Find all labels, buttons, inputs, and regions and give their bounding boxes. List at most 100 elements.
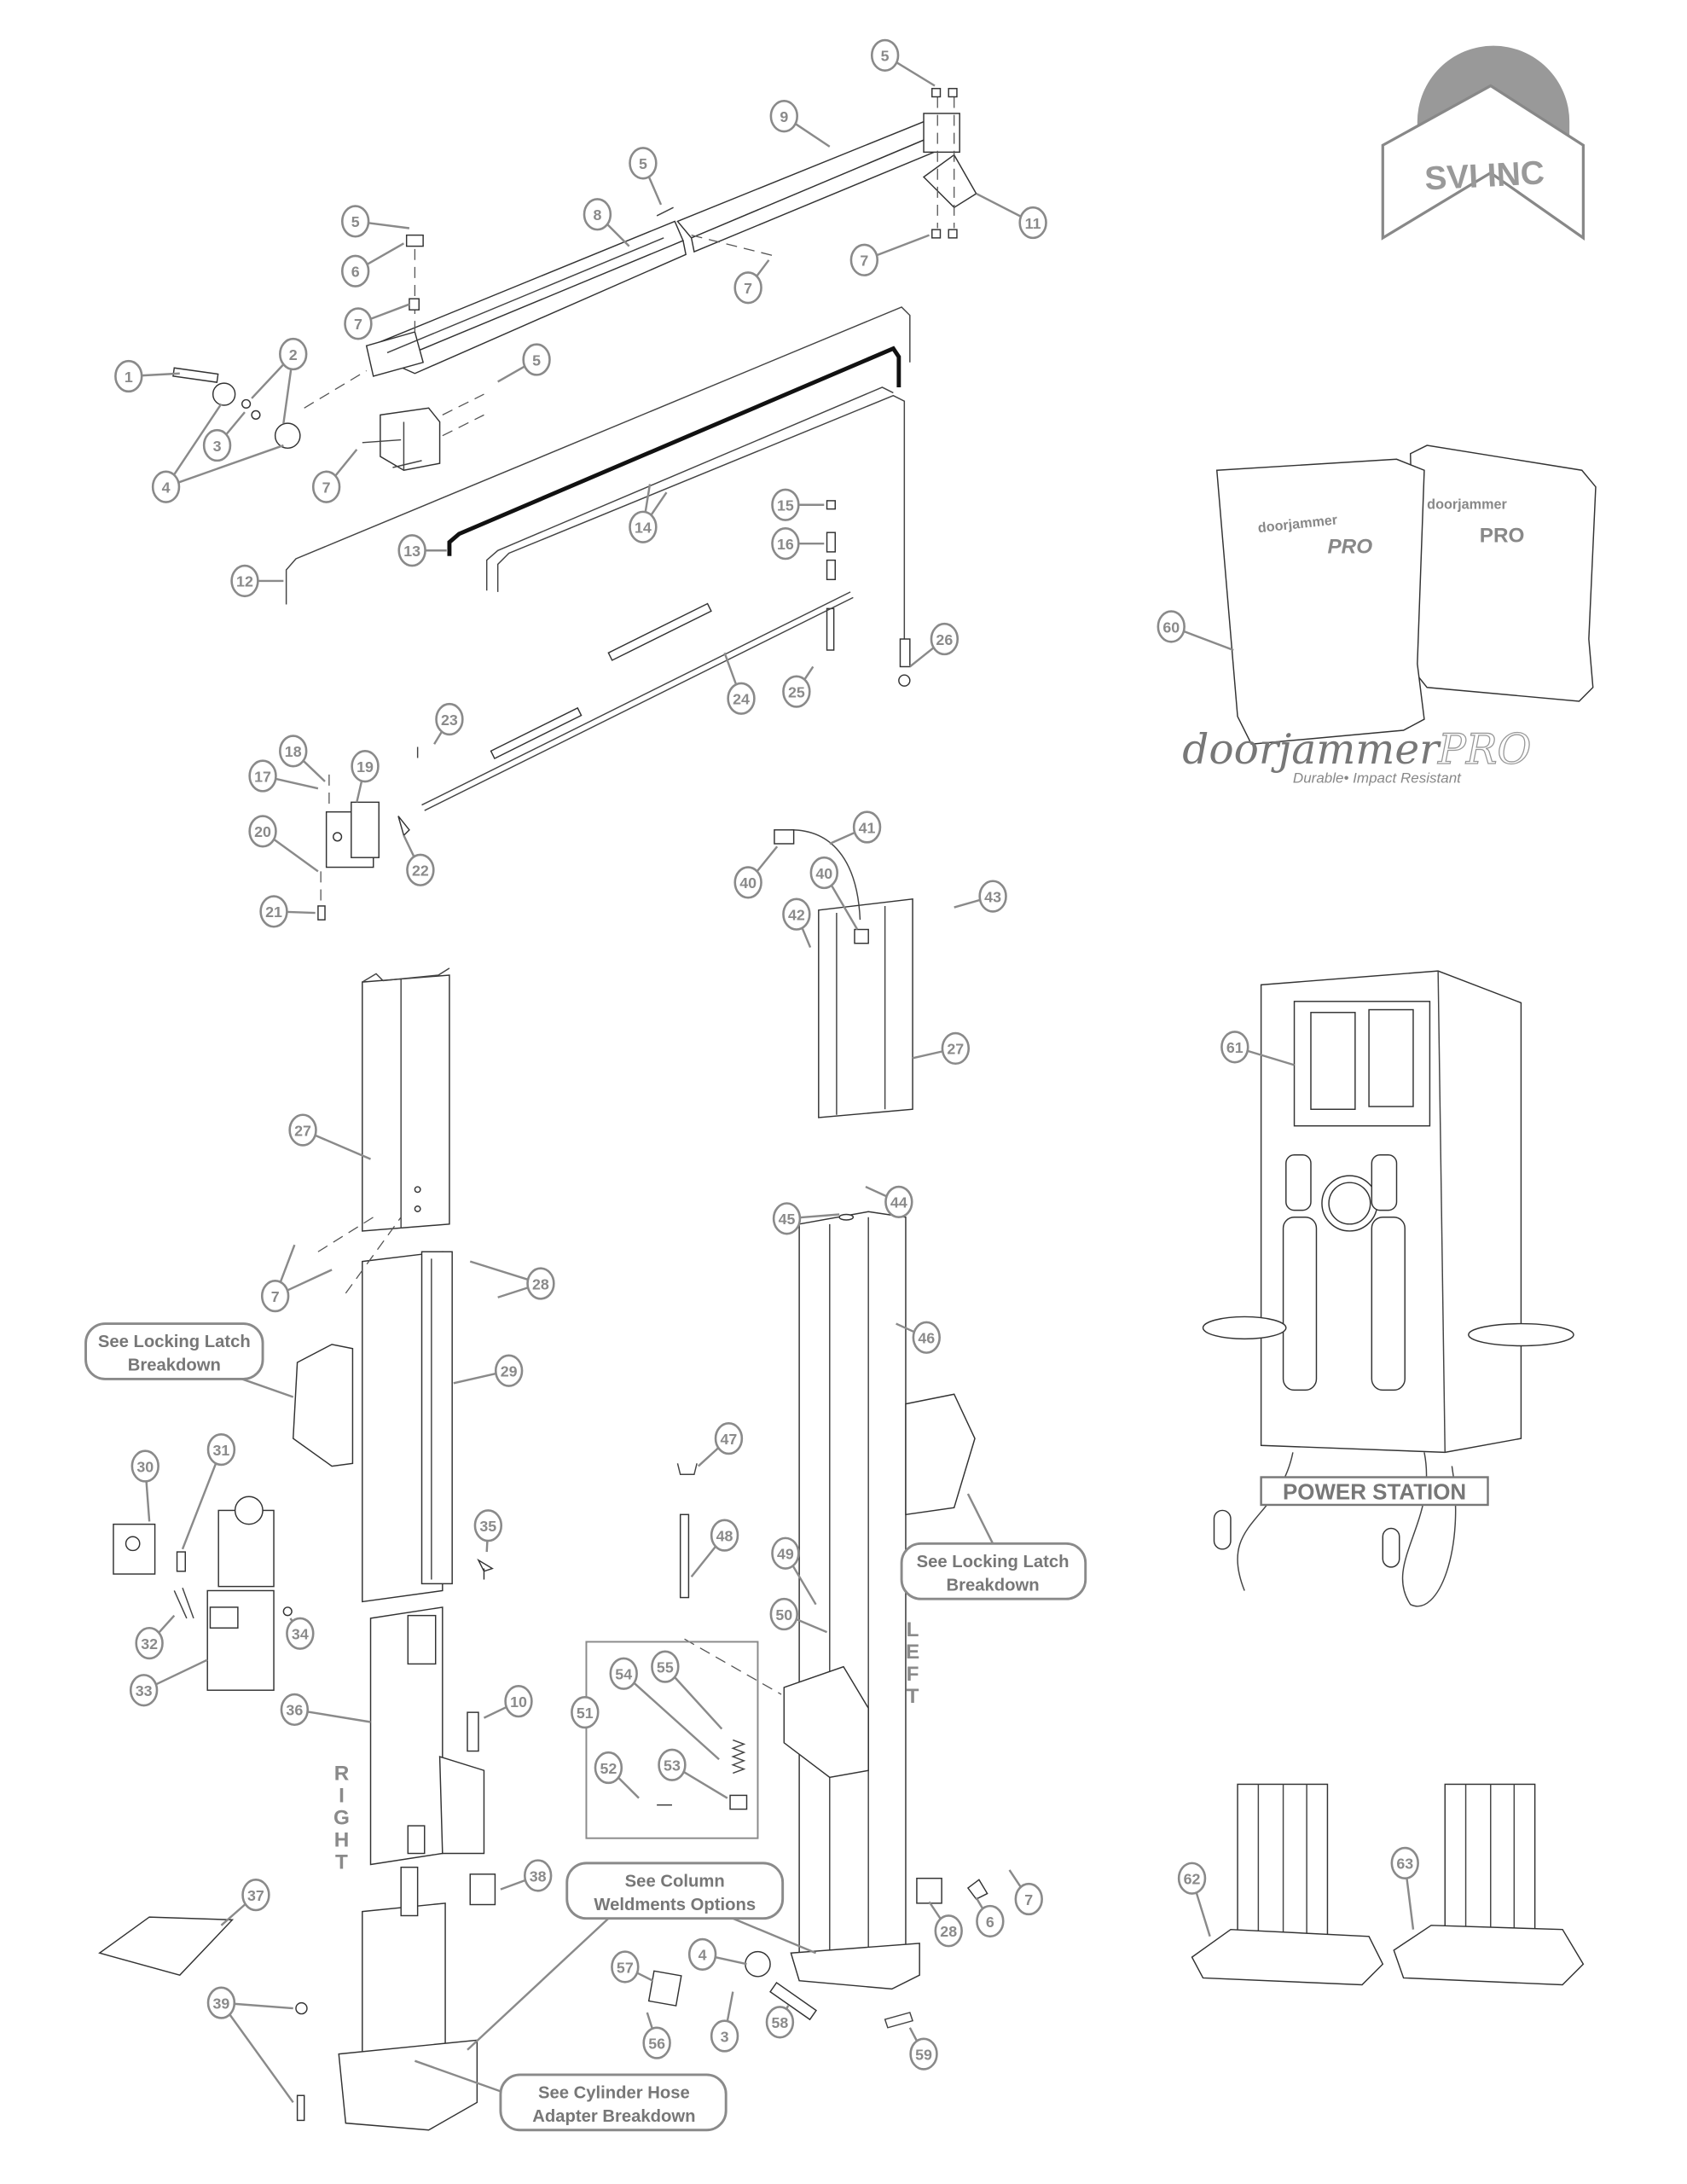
leader-line	[829, 831, 855, 845]
callout-circle	[733, 271, 762, 305]
callout-45: 45	[772, 1202, 840, 1235]
hardware-bottom	[647, 1877, 988, 2029]
left-column-46	[790, 1211, 920, 1990]
callout-51: 51	[571, 1696, 600, 1729]
callout-number: 40	[739, 874, 757, 892]
callout-19: 19	[351, 750, 380, 803]
label-letter: G	[333, 1806, 350, 1829]
leader-line	[796, 1618, 828, 1634]
callout-circle	[202, 428, 232, 462]
callout-59: 59	[908, 2027, 938, 2071]
callout-circle	[241, 1879, 270, 1912]
callout-circle	[651, 1650, 680, 1683]
callout-number: 29	[501, 1362, 518, 1380]
leader-line	[145, 1479, 151, 1522]
callout-number: 17	[254, 768, 271, 785]
leader-line	[1183, 630, 1234, 652]
leader-line	[976, 192, 1022, 218]
callout-4: 4	[151, 403, 284, 503]
callout-33: 33	[129, 1658, 208, 1707]
right-column-label: R I G H T	[333, 1763, 350, 1874]
bolt-35	[477, 1558, 494, 1580]
leader-line	[282, 367, 293, 424]
callout-38: 38	[500, 1859, 553, 1892]
callout-46: 46	[896, 1321, 941, 1354]
callout-number: 53	[664, 1757, 681, 1774]
screws-top	[405, 206, 775, 340]
callout-48: 48	[690, 1519, 739, 1578]
callout-circle	[260, 1280, 290, 1313]
note-line: Adapter Breakdown	[532, 2107, 695, 2126]
pin-48	[679, 1513, 690, 1599]
callout-number: 20	[254, 823, 271, 840]
leader-line	[367, 242, 405, 265]
callout-12: 12	[230, 564, 284, 598]
callout-circle	[523, 1859, 553, 1892]
left-column-label: L E F T	[906, 1618, 919, 1708]
callout-circle	[286, 1617, 315, 1650]
callout-number: 10	[510, 1693, 527, 1711]
leader-line	[181, 1461, 217, 1550]
rod-14b	[496, 394, 906, 640]
callout-number: 48	[716, 1527, 733, 1544]
callout-56: 56	[642, 2012, 671, 2059]
nut-26	[898, 674, 911, 687]
callout-number: 52	[600, 1760, 617, 1777]
callout-62: 62	[1177, 1862, 1211, 1937]
note-line: See Locking Latch	[917, 1553, 1070, 1571]
callout-circle	[248, 815, 277, 848]
callout-32: 32	[135, 1614, 176, 1660]
callout-16: 16	[771, 527, 825, 561]
note-locking-latch-right[interactable]: See Locking Latch Breakdown	[84, 1322, 294, 1398]
leader-line	[975, 1896, 984, 1910]
note-locking-latch-left[interactable]: See Locking Latch Breakdown	[900, 1493, 1087, 1600]
callout-number: 55	[657, 1658, 674, 1676]
leader-line	[726, 1991, 734, 2023]
doorjammer-panels-60: doorjammer PRO doorjammer PRO	[1215, 444, 1597, 746]
callout-circle	[642, 2026, 671, 2059]
callout-circle	[782, 897, 811, 931]
callout-21: 21	[259, 895, 316, 928]
cable-13	[447, 346, 901, 556]
callout-circle	[772, 1202, 802, 1235]
leader-line	[483, 1706, 507, 1719]
callout-55: 55	[651, 1650, 723, 1730]
callout-7: 7	[1008, 1869, 1043, 1916]
leader-line	[275, 777, 319, 790]
leader-line	[673, 1676, 723, 1730]
callout-31: 31	[181, 1432, 236, 1550]
callout-circle	[852, 810, 882, 844]
callout-circle	[473, 1509, 503, 1542]
leader-line	[912, 1050, 942, 1060]
callout-number: 25	[788, 683, 805, 700]
callout-number: 28	[940, 1923, 957, 1940]
callout-number: 2	[289, 346, 298, 363]
leader-line	[235, 2002, 293, 2010]
panel-brand-right: doorjammer	[1427, 497, 1507, 513]
callout-7: 7	[344, 303, 410, 340]
cable-end	[899, 638, 911, 668]
leader-line	[225, 411, 246, 436]
callout-circle	[351, 750, 380, 783]
callout-circle	[583, 198, 612, 231]
callout-circle	[279, 735, 308, 768]
callout-7: 7	[260, 1244, 333, 1313]
note-cylinder-hose[interactable]: See Cylinder Hose Adapter Breakdown	[414, 2059, 728, 2132]
callout-number: 19	[357, 758, 374, 775]
callout-circle	[206, 1986, 236, 2019]
callout-36: 36	[280, 1693, 371, 1727]
note-column-weldments[interactable]: See Column Weldments Options	[467, 1862, 817, 2051]
callout-number: 45	[779, 1211, 796, 1228]
leader-line	[251, 363, 285, 399]
leader-line	[928, 1901, 942, 1920]
callout-number: 37	[247, 1887, 264, 1904]
callout-5: 5	[870, 38, 936, 87]
callout-number: 62	[1184, 1871, 1201, 1888]
bracket-11	[922, 88, 977, 239]
callout-circle	[1018, 206, 1047, 240]
callout-number: 47	[721, 1431, 738, 1448]
carriage-plate	[684, 1638, 869, 1779]
inset-box-51	[585, 1641, 759, 1839]
cable-41	[791, 829, 861, 921]
callout-circle	[344, 307, 373, 340]
